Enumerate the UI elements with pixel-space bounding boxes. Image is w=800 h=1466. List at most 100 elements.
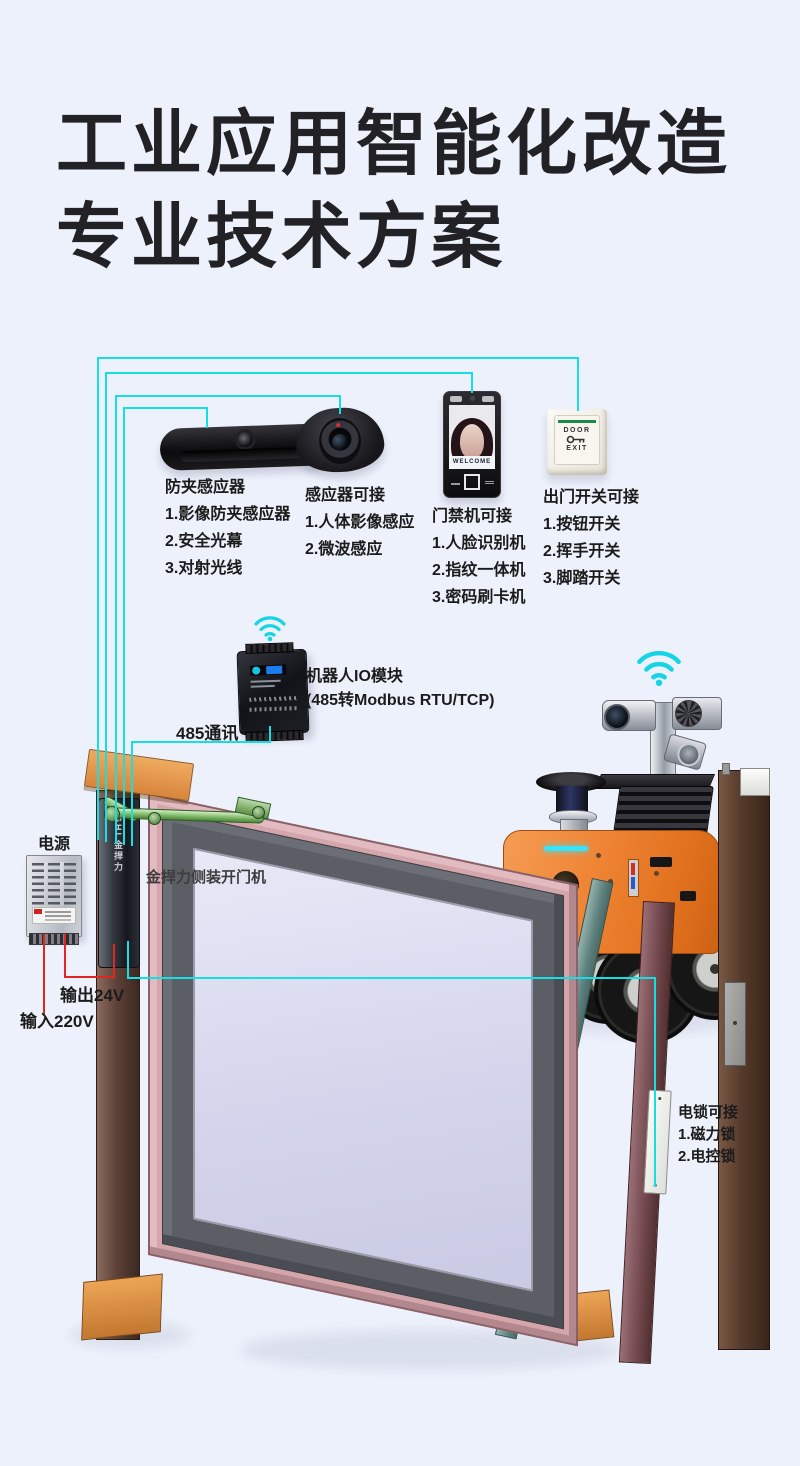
wire-bar-h bbox=[123, 407, 208, 409]
wifi-icon bbox=[637, 651, 681, 687]
post-fitting bbox=[722, 763, 730, 775]
wire-dome-h bbox=[115, 395, 341, 397]
arm-joint bbox=[252, 806, 265, 819]
camera-lens-icon bbox=[237, 431, 253, 448]
sensor-slot bbox=[180, 446, 313, 463]
camera-lens-icon bbox=[674, 740, 704, 769]
power-label: 电源 bbox=[38, 836, 71, 853]
portrait-face bbox=[460, 424, 484, 459]
vent-separator bbox=[44, 862, 48, 906]
post-base-orange bbox=[81, 1273, 163, 1341]
wire-bus-4 bbox=[123, 407, 125, 845]
opener-label: 金捍力侧装开门机 bbox=[146, 869, 267, 886]
post-cap-white bbox=[740, 768, 770, 796]
striker-plate bbox=[724, 982, 746, 1066]
electric-lock-plate bbox=[643, 1089, 672, 1195]
sensor-label-block: 感应器可接 1.人体影像感应 2.微波感应 bbox=[305, 482, 414, 563]
anti-pinch-item-1: 1.影像防夹感应器 bbox=[165, 506, 291, 523]
green-stripe bbox=[558, 420, 596, 423]
wifi-icon bbox=[254, 616, 286, 642]
sensor-item-1: 1.人体影像感应 bbox=[305, 514, 415, 531]
access-item-1: 1.人脸识别机 bbox=[432, 535, 526, 552]
door-text: DOOR bbox=[563, 427, 591, 434]
wire-bar-drop bbox=[206, 407, 208, 428]
ptz-camera-right bbox=[672, 697, 722, 730]
wire-bus-3 bbox=[115, 395, 117, 844]
exit-text: EXIT bbox=[566, 445, 588, 452]
exit-button-panel: DOOR EXIT bbox=[554, 415, 600, 465]
title-line-2: 专业技术方案 bbox=[56, 198, 507, 277]
wire-face-h bbox=[105, 372, 473, 374]
output-24v-label: 输出24V bbox=[60, 986, 125, 1005]
io-module-name: 机器人IO模块 bbox=[306, 668, 403, 685]
lock-label-block: 电锁可接 1.磁力锁 2.电控锁 bbox=[678, 1102, 738, 1168]
anti-pinch-item-2: 2.安全光幕 bbox=[165, 533, 243, 550]
wire-face-drop bbox=[471, 372, 473, 393]
camera-lens-icon bbox=[604, 704, 630, 730]
wire-bus-1 bbox=[97, 357, 99, 840]
lock-heading: 电锁可接 bbox=[678, 1104, 739, 1121]
wire-485-h bbox=[131, 741, 271, 743]
sensor-item-2: 2.微波感应 bbox=[305, 541, 383, 558]
scan-area-icon bbox=[464, 474, 480, 490]
lidar-stem bbox=[556, 786, 588, 813]
spec-label bbox=[32, 907, 76, 924]
key-icon bbox=[566, 435, 585, 444]
door-glass-panel bbox=[193, 847, 533, 1292]
rivet bbox=[596, 853, 601, 858]
welcome-text: WELCOME bbox=[449, 456, 495, 469]
input-220v-label: 输入220V bbox=[20, 1012, 94, 1031]
vent bbox=[680, 891, 696, 901]
wire-exit-h bbox=[97, 357, 579, 359]
wire-bus-2 bbox=[105, 372, 107, 842]
power-supply-image bbox=[26, 855, 82, 945]
terminal-screen: WELCOME bbox=[449, 405, 495, 469]
terminal-bezel bbox=[450, 396, 494, 403]
io-module-label: 机器人IO模块 (485转Modbus RTU/TCP) bbox=[306, 665, 494, 713]
access-label-block: 门禁机可接 1.人脸识别机 2.指纹一体机 3.密码刷卡机 bbox=[432, 503, 525, 611]
vent-grille bbox=[32, 863, 76, 905]
io-module-protocol: (485转Modbus RTU/TCP) bbox=[306, 692, 495, 709]
module-text-line bbox=[250, 679, 281, 683]
wire-exit-drop bbox=[577, 357, 579, 411]
io-leds bbox=[249, 706, 298, 712]
speaker-mark bbox=[485, 481, 494, 485]
light-bar bbox=[628, 859, 639, 897]
lock-item-2: 2.电控锁 bbox=[678, 1148, 736, 1165]
anti-pinch-heading: 防夹感应器 bbox=[165, 479, 246, 496]
wire-lock-start bbox=[127, 941, 129, 979]
exit-switch-item-1: 1.按钮开关 bbox=[543, 516, 621, 533]
module-text-line bbox=[250, 684, 275, 688]
terminal-strip bbox=[29, 933, 79, 945]
access-item-3: 3.密码刷卡机 bbox=[432, 589, 526, 606]
io-module-image bbox=[236, 642, 310, 742]
wire-24v-c bbox=[113, 944, 115, 978]
exit-switch-item-2: 2.挥手开关 bbox=[543, 543, 621, 560]
access-item-2: 2.指纹一体机 bbox=[432, 562, 526, 579]
rivet bbox=[654, 871, 659, 876]
wire-485-drop bbox=[269, 726, 271, 742]
sensor-heading: 感应器可接 bbox=[305, 487, 386, 504]
wire-24v-b bbox=[64, 976, 115, 978]
ptz-camera-left bbox=[602, 700, 656, 731]
face-recognition-terminal-image: WELCOME bbox=[443, 391, 501, 498]
module-logo bbox=[250, 664, 287, 676]
lock-item-1: 1.磁力锁 bbox=[678, 1126, 736, 1143]
card-slot-mark bbox=[451, 483, 460, 485]
camera-fan-icon bbox=[675, 700, 702, 727]
wire-lock-drop bbox=[654, 977, 656, 1187]
wire-220v-in bbox=[43, 934, 45, 1014]
wire-dome-drop bbox=[339, 395, 341, 414]
exit-switch-item-3: 3.脚踏开关 bbox=[543, 570, 621, 587]
access-heading: 门禁机可接 bbox=[432, 508, 513, 525]
wire-24v-a bbox=[64, 934, 66, 978]
title-line-1: 工业应用智能化改造 bbox=[56, 105, 732, 184]
dome-sensor-image bbox=[294, 405, 386, 475]
anti-pinch-item-3: 3.对射光线 bbox=[165, 560, 243, 577]
wire-lock-h bbox=[127, 977, 656, 979]
exit-switch-heading: 出门开关可接 bbox=[543, 489, 640, 506]
exit-switch-label-block: 出门开关可接 1.按钮开关 2.挥手开关 3.脚踏开关 bbox=[543, 484, 639, 592]
terminal-block-top bbox=[245, 642, 294, 654]
bus-485-label: 485通讯 bbox=[176, 724, 239, 743]
